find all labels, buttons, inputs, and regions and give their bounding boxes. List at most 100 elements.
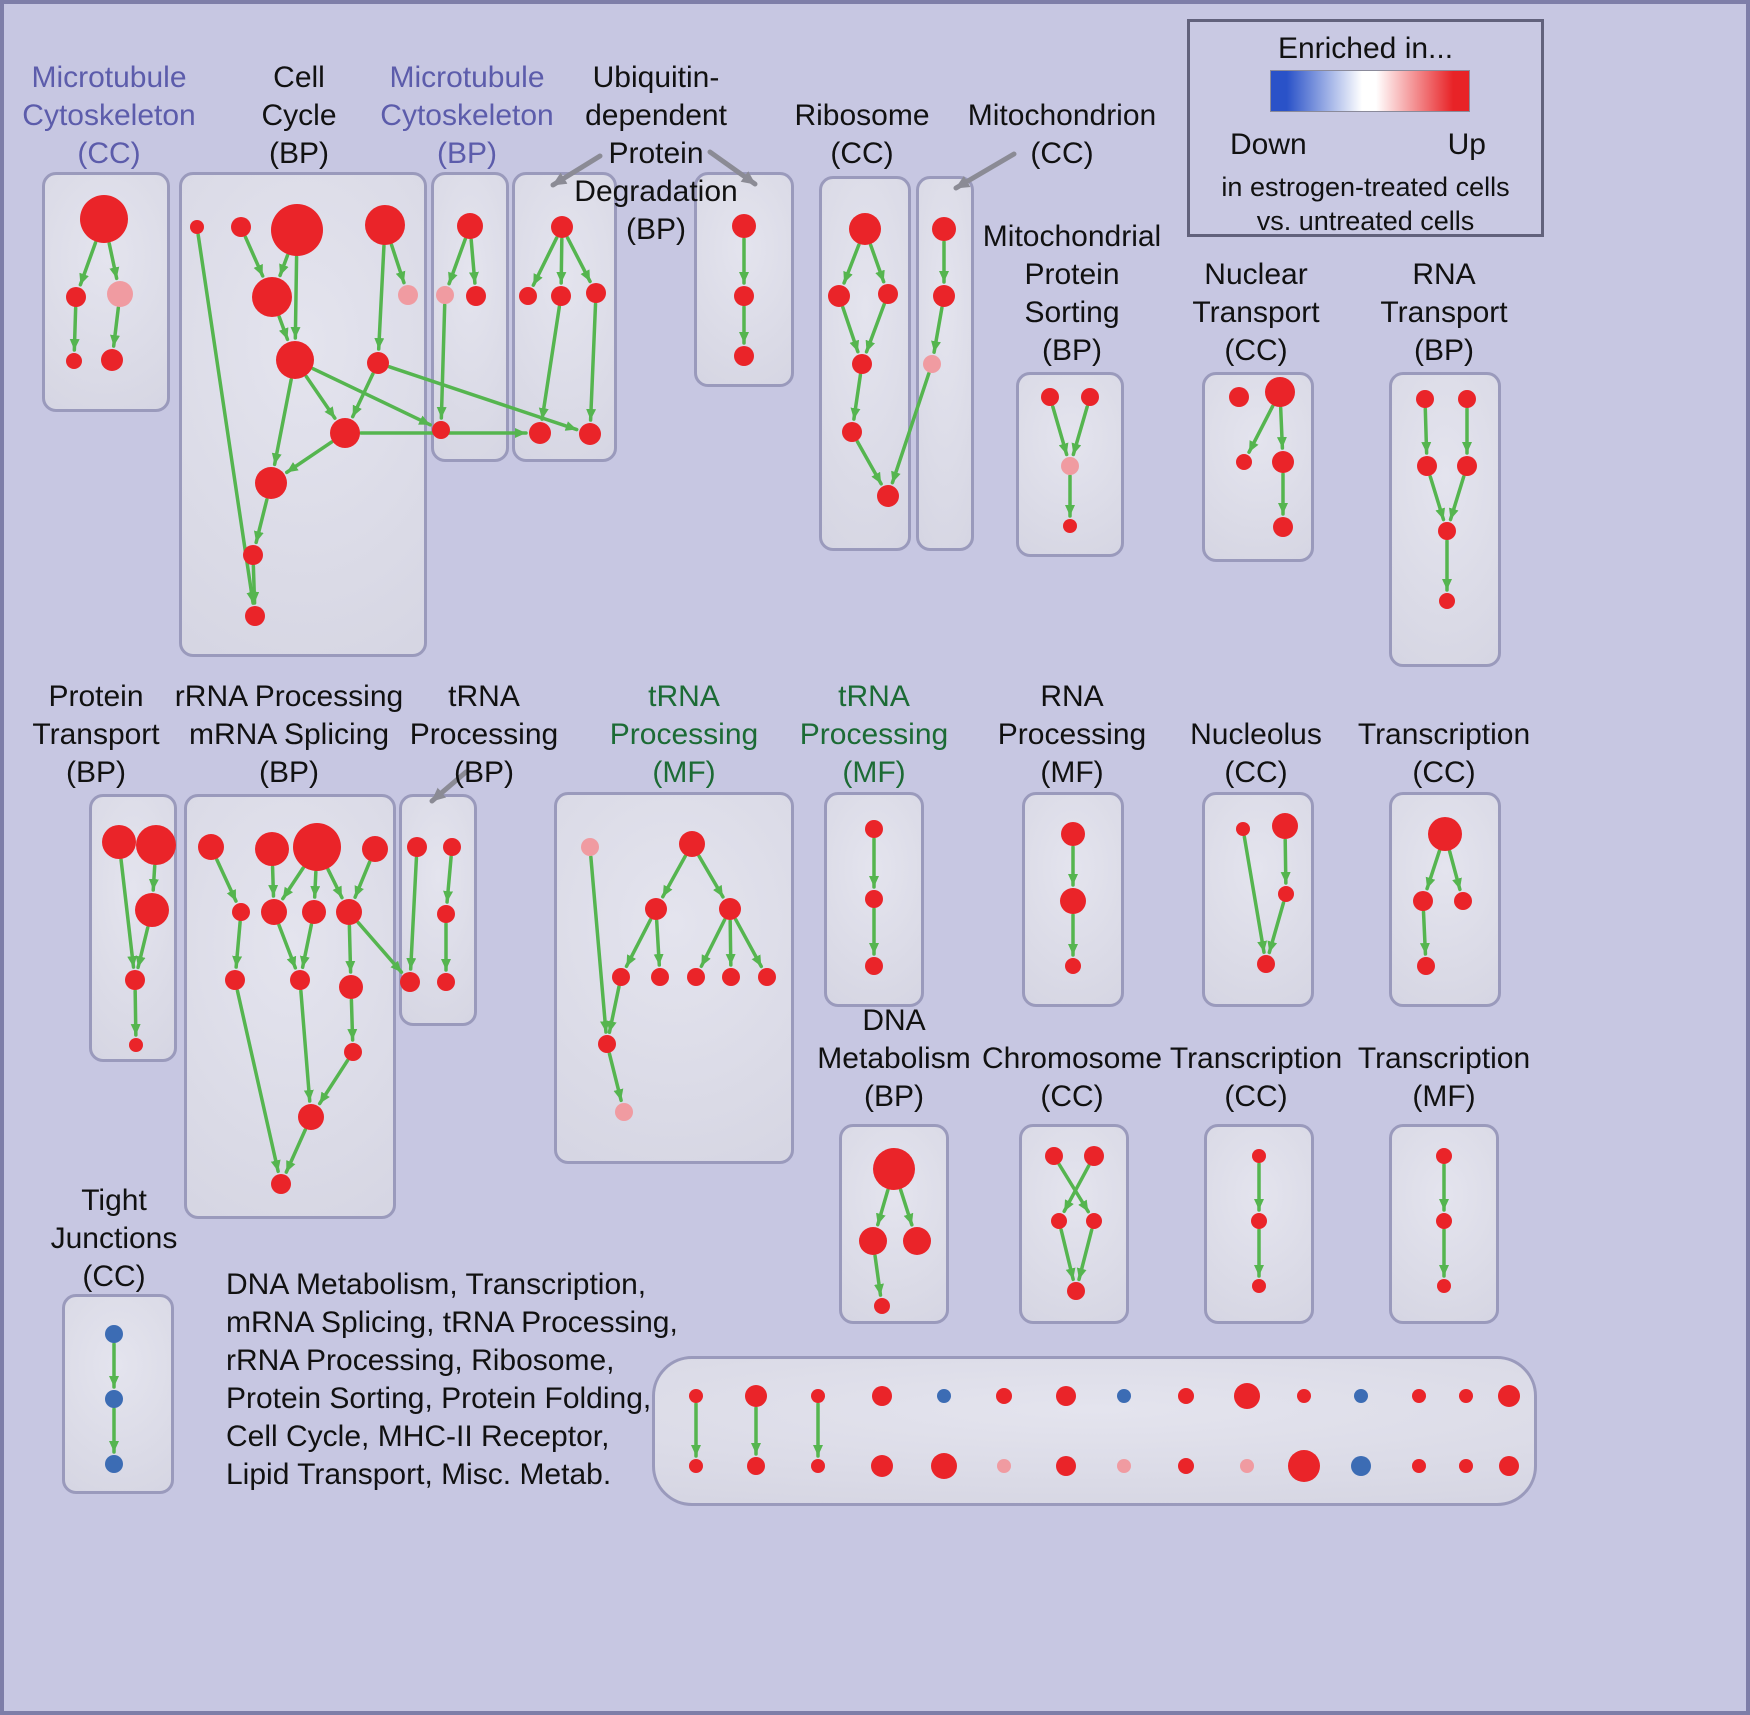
gene-node (105, 1325, 123, 1343)
edge-arrow (1280, 838, 1291, 885)
gene-node (101, 349, 123, 371)
gene-node (878, 284, 898, 304)
gene-node (1498, 1385, 1520, 1407)
gene-node (1416, 390, 1434, 408)
edge-arrow (235, 988, 281, 1174)
gene-node (1454, 892, 1472, 910)
gene-node (937, 1389, 951, 1403)
gene-node (1439, 593, 1455, 609)
gene-node (1240, 1459, 1254, 1473)
gene-node (519, 287, 537, 305)
gene-node (842, 422, 862, 442)
gene-node (1252, 1149, 1266, 1163)
edge-arrow (607, 1051, 624, 1103)
edge-arrow (842, 243, 861, 285)
edge-arrow (1428, 474, 1446, 522)
gene-node (125, 970, 145, 990)
gene-node (1257, 955, 1275, 973)
gene-node (1117, 1389, 1131, 1403)
gene-node (758, 968, 776, 986)
edge-arrow (653, 919, 664, 967)
gene-node (1272, 451, 1294, 473)
gene-node (1417, 456, 1437, 476)
edge-arrow (624, 917, 653, 969)
gene-node (66, 353, 82, 369)
gene-node (105, 1455, 123, 1473)
gene-node (1056, 1456, 1076, 1476)
edge-arrow (1419, 910, 1430, 956)
gene-node (719, 898, 741, 920)
gene-node (129, 1038, 143, 1052)
gene-node (1438, 522, 1456, 540)
edge-arrow (350, 372, 375, 419)
group-box-nuclear-transport-cc (1202, 372, 1314, 562)
gene-node (598, 1035, 616, 1053)
edge-arrow (890, 371, 931, 485)
gene-node (811, 1389, 825, 1403)
gene-node (1178, 1458, 1194, 1474)
gene-node (367, 352, 389, 374)
gene-node (190, 220, 204, 234)
edge-arrow (347, 998, 358, 1042)
gene-node (651, 968, 669, 986)
gene-node (457, 213, 483, 239)
edge-arrow (299, 922, 314, 970)
edge-arrow (864, 302, 886, 354)
gene-node (271, 1174, 291, 1194)
gene-node (1412, 1389, 1426, 1403)
gene-node (330, 418, 360, 448)
legend-subtitle-line1: in estrogen-treated cells (1221, 172, 1510, 202)
edge-arrow (135, 925, 150, 970)
gene-node (734, 286, 754, 306)
edge-arrow (110, 306, 121, 348)
legend-down-label: Down (1230, 128, 1307, 161)
gene-node (1251, 1213, 1267, 1229)
gene-node (933, 285, 955, 307)
edge-arrow (130, 989, 141, 1037)
gene-node (443, 838, 461, 856)
gene-node (931, 1453, 957, 1479)
edge-arrow (447, 237, 467, 286)
gene-node (579, 423, 601, 445)
gene-node (689, 1459, 703, 1473)
gene-node (1229, 387, 1249, 407)
edge-arrow (253, 497, 269, 545)
gene-node (225, 970, 245, 990)
gene-node (871, 1455, 893, 1477)
gene-node (1265, 377, 1295, 407)
gene-node (745, 1385, 767, 1407)
gene-node (107, 281, 133, 307)
edge-arrow (119, 858, 138, 969)
gene-node (612, 968, 630, 986)
label-pointer-arrow (550, 153, 603, 188)
gene-node (865, 957, 883, 975)
edge-arrow (232, 920, 243, 969)
gene-node (615, 1103, 633, 1121)
gene-node (1417, 957, 1435, 975)
edge-arrow (310, 870, 321, 899)
edge-arrow (898, 1188, 914, 1227)
gene-node (529, 422, 551, 444)
gene-node (687, 968, 705, 986)
legend-gradient-bar (1270, 70, 1470, 112)
legend: Enriched in... Down Up in estrogen-treat… (1187, 19, 1544, 237)
label-pointer-arrow (429, 769, 469, 804)
edge-arrow (931, 306, 944, 354)
edge-arrow (538, 305, 562, 421)
edge-arrow (374, 244, 386, 351)
gene-node (1051, 1213, 1067, 1229)
gene-node (872, 1386, 892, 1406)
gene-node (1234, 1383, 1260, 1409)
edge-arrow (1076, 1227, 1094, 1282)
edge-arrow (353, 860, 372, 899)
gene-node (811, 1459, 825, 1473)
gene-node (1060, 888, 1086, 914)
gene-node (1278, 886, 1294, 902)
edge-arrow (1247, 404, 1275, 454)
gene-node (852, 354, 872, 374)
gene-node (732, 214, 756, 238)
gene-node (243, 545, 263, 565)
gene-node (365, 205, 405, 245)
edge-arrow (406, 856, 419, 971)
gene-node (293, 823, 341, 871)
